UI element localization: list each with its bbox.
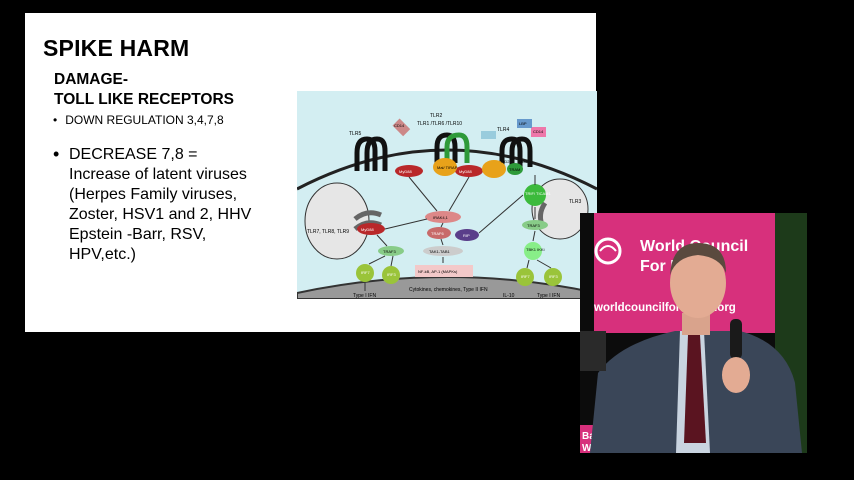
label-tram: TRAM: [509, 167, 520, 172]
label-lbp: LBP: [519, 121, 527, 126]
myd88-a-shape: [395, 165, 423, 177]
label-tlr4: TLR4: [497, 127, 509, 133]
label-tlr2: TLR2: [430, 113, 442, 119]
label-cd14-left: CD14: [394, 123, 405, 128]
label-output-ifn1: Type I IFN: [353, 293, 376, 299]
label-output-il10: IL-10: [503, 293, 515, 299]
endosome-left: [304, 182, 370, 260]
tlr-signaling-diagram: TLR5 TLR2 TLR1 /TLR6 /TLR10 TLR4 TLR7, T…: [297, 91, 597, 299]
label-irf-a: IRF7: [361, 270, 370, 275]
label-myd88-c: MyD88: [361, 227, 374, 232]
bullet-downregulation-text: DOWN REGULATION 3,4,7,8: [65, 113, 224, 127]
foreground-object: [580, 331, 606, 371]
bullet-decrease-line: DECREASE 7,8 =: [69, 146, 198, 163]
label-tbk: TBK1 IKKi: [526, 247, 545, 252]
label-tlr-combo: TLR1 /TLR6 /TLR10: [417, 121, 462, 127]
traf6-shape: [427, 227, 451, 239]
label-output-ifn2: Type I IFN: [537, 293, 560, 299]
trif-shape: [524, 184, 546, 206]
label-trif: TRIF/ TICAM1: [525, 191, 551, 196]
microphone: [730, 319, 742, 359]
myd88-c-shape: [357, 223, 385, 235]
irak-shape: [425, 211, 461, 223]
speaker-hand: [722, 357, 750, 393]
bullet-dot: •: [53, 144, 60, 164]
irf-b-shape: [382, 266, 400, 284]
bullet-decrease-line: HPV,etc.): [69, 246, 136, 263]
mal-tirap-right-shape: [482, 160, 506, 178]
rip-shape: [455, 229, 479, 241]
speaker-person: [580, 243, 802, 453]
tbk-shape: [524, 242, 542, 260]
speaker-hair: [670, 243, 726, 275]
tram-shape: [507, 163, 523, 175]
label-traf3-left: TRAF3: [383, 249, 396, 254]
speaker-neck: [682, 313, 710, 335]
slide-subtitle-line2: TOLL LIKE RECEPTORS: [54, 91, 234, 108]
ligand-shape: [481, 131, 496, 139]
label-tlr5: TLR5: [349, 131, 361, 137]
label-tlr3: TLR3: [569, 199, 581, 205]
label-irf-d: IRF3: [549, 274, 558, 279]
bullet-decrease-line: (Herpes Family viruses,: [69, 186, 238, 203]
label-rip: RIP: [463, 233, 470, 238]
presentation-slide: SPIKE HARM DAMAGE- TOLL LIKE RECEPTORS •…: [25, 13, 597, 332]
label-mal-tirap: Mal/ TIRAP: [437, 165, 458, 170]
traf3-left-shape: [378, 246, 404, 256]
tlr2-receptor: [434, 132, 470, 163]
label-myd88-a: MyD88: [399, 169, 412, 174]
irf-a-shape: [356, 264, 374, 282]
label-output-cytokines: Cytokines, chemokines, Type II IFN: [409, 287, 488, 293]
bullet-decrease-line: Epstein -Barr, RSV,: [69, 226, 207, 243]
signal-arrows: [364, 175, 552, 291]
bullet-decrease-text: DECREASE 7,8 = Increase of latent viruse…: [69, 145, 309, 265]
label-tlr789: TLR7, TLR8, TLR9: [307, 229, 349, 235]
speaker-head: [670, 248, 726, 318]
label-myd88-b: MyD88: [459, 169, 472, 174]
cd14-right-shape: [531, 127, 546, 137]
bullet-dot: •: [53, 113, 58, 127]
cd14-left-shape: [392, 118, 411, 137]
bullet-decrease-line: Increase of latent viruses: [69, 166, 247, 183]
label-irf-c: IRF7: [521, 274, 530, 279]
bullet-downregulation: • DOWN REGULATION 3,4,7,8: [53, 113, 224, 127]
wch-logo-icon: [594, 237, 622, 265]
myd88-b-shape: [455, 165, 483, 177]
label-cd14-right: CD14: [533, 129, 544, 134]
bullet-decrease-line: Zoster, HSV1 and 2, HHV: [69, 206, 252, 223]
label-traf3-right: TRAF3: [527, 223, 540, 228]
label-tak: TAK1-TAB1: [429, 249, 451, 254]
irf-c-shape: [516, 268, 534, 286]
mal-tirap-shape: [433, 158, 457, 176]
label-irf-b: IRF3: [387, 272, 396, 277]
label-irak: IRAK4,1: [433, 215, 449, 220]
speaker-scene: World Council For Health worldcouncilfor…: [580, 213, 807, 453]
label-md2b: MD2: [519, 159, 528, 164]
lbp-shape: [517, 119, 532, 128]
traf3-right-shape: [522, 220, 548, 230]
speaker-tie: [684, 335, 706, 443]
tak-shape: [423, 246, 463, 256]
irf-d-shape: [544, 268, 562, 286]
label-md2a: MD2: [501, 159, 510, 164]
slide-title: SPIKE HARM: [43, 35, 190, 61]
speaker-video: World Council For Health worldcouncilfor…: [580, 213, 807, 453]
tlr5-receptor: [354, 136, 388, 171]
nfkb-box: [415, 265, 473, 277]
tlr4-receptor: [499, 136, 533, 167]
label-traf6: TRAF6: [431, 231, 444, 236]
label-nfkb: NF-kB, AP-1 (MAPKs): [418, 269, 458, 274]
slide-subtitle-line1: DAMAGE-: [54, 71, 129, 88]
